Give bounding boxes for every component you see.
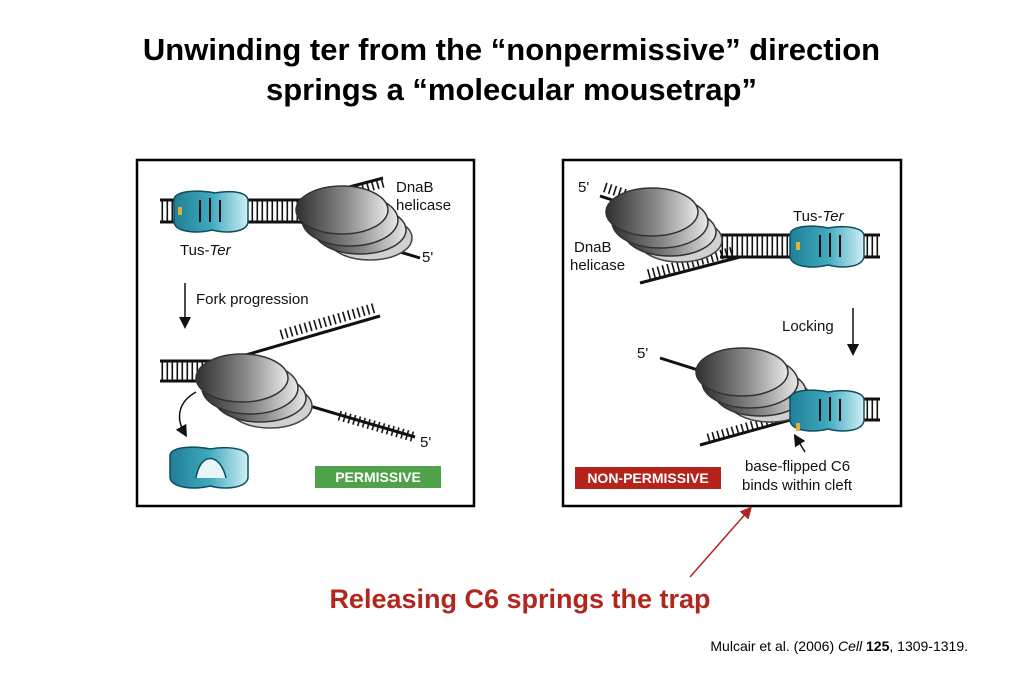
left-dnab-label-2: helicase [396, 197, 451, 214]
locking-label: Locking [782, 318, 834, 335]
citation: Mulcair et al. (2006) Cell 125, 1309-131… [710, 638, 968, 654]
left-panel: DnaB helicase 5' Tus-Ter Fork progressio… [135, 158, 476, 508]
non-permissive-badge [575, 467, 721, 489]
left-tus-protein-top [173, 190, 249, 233]
left-five-prime-top: 5' [422, 249, 433, 266]
left-dnab-label-1: DnaB [396, 179, 434, 196]
right-panel: 5' Tus-Ter DnaB helicase Locking [561, 158, 903, 508]
citation-journal: Cell [838, 638, 863, 654]
right-tus-ter-label: Tus-Ter [793, 208, 845, 225]
caption-pointer-arrow [689, 506, 752, 578]
right-dnab-helicase-bottom [695, 347, 813, 423]
right-five-prime-top: 5' [578, 179, 589, 196]
title-line-1: Unwinding ter from the “nonpermissive” d… [142, 32, 881, 67]
title-line-2: springs a “molecular mousetrap” [266, 72, 757, 107]
c6-pointer-arrow [793, 433, 806, 453]
citation-pages: , 1309-1319. [889, 638, 968, 654]
non-permissive-badge-label: NON-PERMISSIVE [587, 470, 708, 486]
left-tus-ter-label: Tus-Ter [180, 242, 232, 259]
right-dnab-helicase-top [605, 187, 723, 263]
base-flipped-note-1: base-flipped C6 [745, 458, 850, 475]
left-fork-upper-strand-bottom [224, 302, 381, 363]
left-dnab-helicase-bottom [195, 353, 313, 429]
right-tus-protein-top [789, 225, 865, 268]
slide-title: Unwinding ter from the “nonpermissive” d… [0, 30, 1023, 110]
base-flipped-note-2: binds within cleft [742, 477, 853, 494]
fork-progression-label: Fork progression [196, 291, 309, 308]
citation-authors: Mulcair et al. (2006) [710, 638, 838, 654]
caption: Releasing C6 springs the trap [329, 584, 711, 614]
release-curved-arrow [175, 391, 197, 438]
left-dnab-helicase-top [295, 185, 413, 261]
permissive-badge-label: PERMISSIVE [335, 469, 421, 485]
left-five-prime-bottom: 5' [420, 434, 431, 451]
right-dnab-label-1: DnaB [574, 239, 612, 256]
right-tus-protein-locked [789, 389, 865, 432]
left-tus-protein-released [169, 446, 249, 489]
right-five-prime-bottom: 5' [637, 345, 648, 362]
permissive-badge [315, 466, 441, 488]
right-dnab-label-2: helicase [570, 257, 625, 274]
citation-volume: 125 [866, 638, 890, 654]
